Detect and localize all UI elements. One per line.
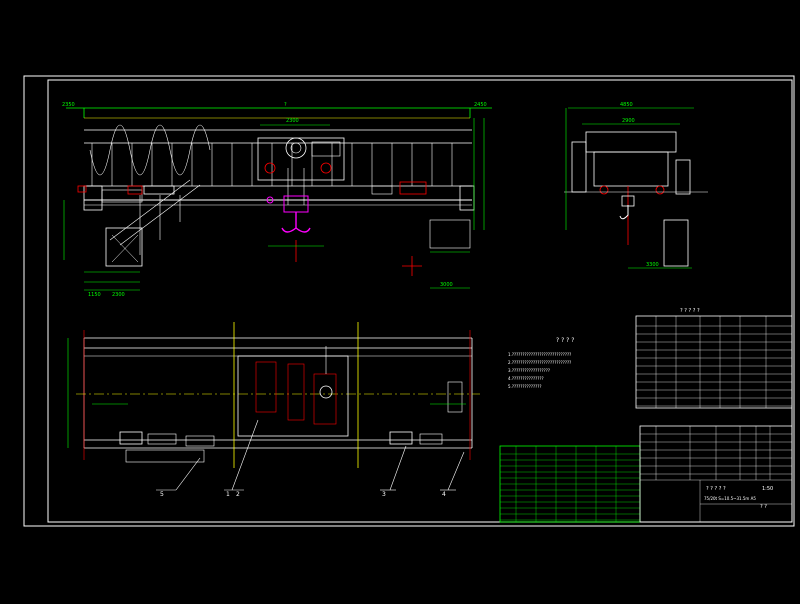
balloon-label-4: 4 [442, 491, 446, 498]
note-line-3: 3.?????????????????? [508, 368, 550, 373]
outer-frame [23, 75, 795, 527]
dim-bottom-width: 3300 [646, 262, 659, 268]
drawing-name: ? ? ? ? ? [706, 486, 726, 492]
note-line-1: 1.???????????????????????????? [508, 352, 571, 357]
dim-span: ? [284, 102, 287, 108]
dim-trolley-wheelbase: 2300 [286, 118, 299, 124]
drawing-scale: 1:50 [762, 486, 773, 492]
note-line-2: 2.???????????????????????????? [508, 360, 571, 365]
dim-right-overhang: 2450 [474, 102, 487, 108]
param-table-title: ? ? ? ? ? [680, 308, 700, 314]
dim-bottom-right: 3000 [440, 282, 453, 288]
drawing-model: 75/20t S=10.5~31.5m A5 [704, 496, 756, 501]
note-line-5: 5.?????????????? [508, 384, 542, 389]
operator-cab [105, 227, 143, 267]
inner-frame [47, 79, 793, 523]
drawing-number: ? ? [760, 504, 767, 510]
dim-top-width: 2900 [622, 118, 635, 124]
main-hook [266, 168, 324, 262]
dim-bottom-left-a: 1150 [88, 292, 101, 298]
plan-view: 5 1 2 3 4 [67, 322, 480, 498]
note-line-4: 4.??????????????? [508, 376, 544, 381]
technical-notes: ? ? ? ? 1.???????????????????????????? 2… [508, 337, 574, 389]
dim-bottom-left-b: 2300 [112, 292, 125, 298]
dim-left-overhang: 2350 [62, 102, 75, 108]
side-elevation-view: 4850 2900 3300 [564, 102, 708, 269]
parameter-table: ? ? ? ? ? [635, 308, 793, 409]
balloon-label-2: 2 [236, 491, 240, 498]
trolley: 2300 [257, 118, 345, 181]
parts-and-title-block: ? ? ? ? ? 75/20t S=10.5~31.5m A5 1:50 ? … [499, 425, 793, 523]
notes-title: ? ? ? ? [556, 337, 574, 344]
front-elevation-view: 2350 ? 2450 [62, 102, 492, 298]
balloon-label-3: 3 [382, 491, 386, 498]
balloon-label-5: 5 [160, 491, 164, 498]
balloon-label-1: 1 [226, 491, 230, 498]
dim-overall-width: 4850 [620, 102, 633, 108]
